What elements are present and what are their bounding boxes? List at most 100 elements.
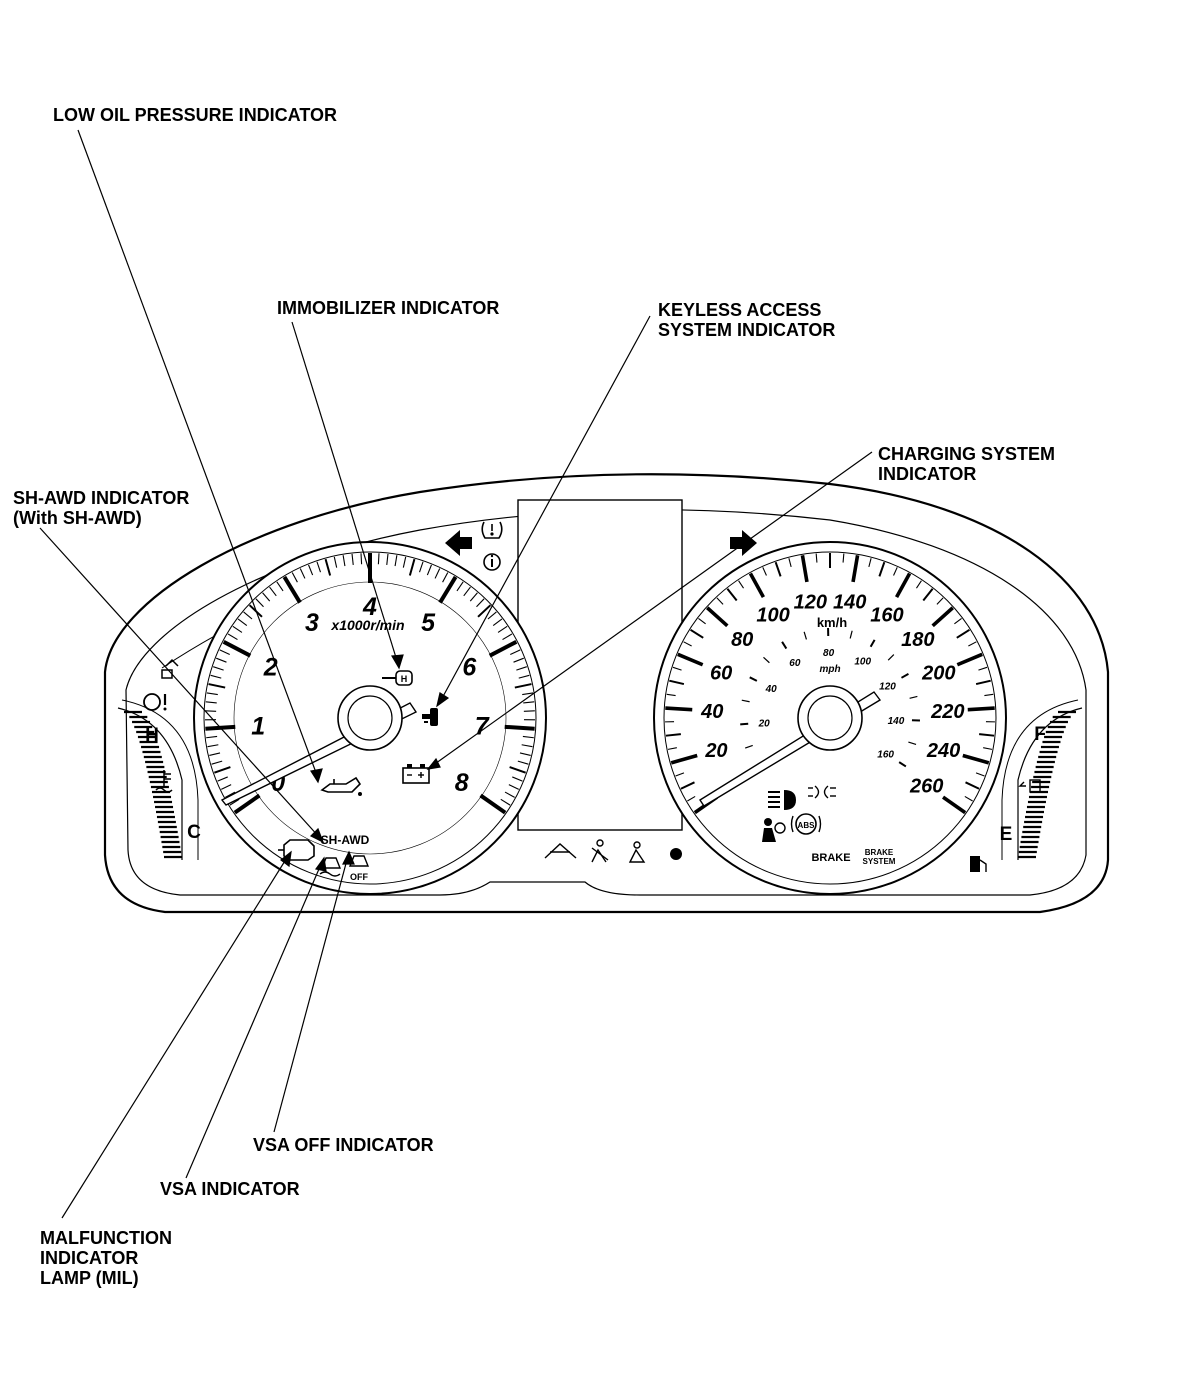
tach-minor-tick xyxy=(514,683,532,689)
speed-minor-tick xyxy=(975,679,991,686)
tachometer-needle xyxy=(220,685,418,806)
temp-hot-label: H xyxy=(145,725,159,746)
tach-minor-tick xyxy=(426,564,432,576)
speed-minor-tick xyxy=(979,733,995,737)
tach-minor-tick xyxy=(217,776,228,782)
tach-minor-tick xyxy=(518,674,530,679)
tach-minor-tick xyxy=(209,752,221,757)
speed-mph-label: 140 xyxy=(888,716,905,727)
tach-minor-tick xyxy=(508,784,520,790)
low-oil-pressure-icon xyxy=(320,776,362,796)
callout-vsa-off-indicator: VSA OFF INDICATOR xyxy=(253,1135,434,1155)
speed-minor-tick xyxy=(698,617,706,625)
speed-kmh-label: 260 xyxy=(909,776,943,798)
mph-tick xyxy=(740,722,749,726)
tach-minor-tick xyxy=(418,561,424,573)
tach-minor-tick xyxy=(434,568,441,579)
speed-minor-tick xyxy=(690,628,704,639)
speed-minor-tick xyxy=(983,747,993,750)
speed-minor-tick xyxy=(978,666,988,671)
tach-minor-tick xyxy=(500,798,511,806)
fuel-full-label: F xyxy=(1034,724,1046,745)
speed-minor-tick xyxy=(956,628,970,639)
callout-malfunction-indicator-lamp: MALFUNCTION INDICATOR LAMP (MIL) xyxy=(40,1228,172,1288)
mph-tick xyxy=(898,761,907,768)
mph-tick xyxy=(900,673,909,679)
tach-major-tick xyxy=(438,575,458,604)
tach-number-label: 3 xyxy=(305,609,319,637)
tach-minor-tick xyxy=(517,760,529,765)
tach-minor-tick xyxy=(497,625,508,633)
speed-minor-tick xyxy=(868,558,872,568)
tach-minor-tick xyxy=(316,561,322,573)
speed-minor-tick xyxy=(968,641,977,647)
speed-kmh-label: 40 xyxy=(700,701,723,723)
speed-major-tick xyxy=(962,753,990,765)
tach-major-tick xyxy=(479,793,507,815)
mph-tick xyxy=(749,676,758,682)
speed-minor-tick xyxy=(665,733,681,737)
tach-minor-tick xyxy=(360,553,363,565)
tach-minor-tick xyxy=(237,618,248,627)
tpms-icon xyxy=(481,521,503,539)
tach-number-label: 5 xyxy=(421,609,436,637)
speed-kmh-label: 200 xyxy=(921,662,955,684)
abs-text: ABS xyxy=(798,821,816,830)
speed-kmh-label: 160 xyxy=(870,605,903,627)
tach-minor-tick xyxy=(225,791,236,798)
speed-kmh-label: 140 xyxy=(833,592,866,614)
tach-minor-tick xyxy=(213,666,224,671)
tach-minor-tick xyxy=(522,735,534,739)
security-system-dot-icon xyxy=(670,848,682,860)
tach-minor-tick xyxy=(255,598,264,608)
tach-minor-tick xyxy=(477,604,492,618)
speed-major-tick xyxy=(800,555,809,583)
tach-minor-tick xyxy=(523,701,535,704)
tach-minor-tick xyxy=(262,592,271,602)
speed-major-tick xyxy=(931,606,954,628)
speed-minor-tick xyxy=(788,558,792,568)
tach-minor-tick xyxy=(502,633,513,641)
tach-minor-tick xyxy=(504,791,515,798)
tach-major-tick xyxy=(504,724,535,731)
tach-minor-tick xyxy=(519,752,531,757)
tach-minor-tick xyxy=(333,556,338,568)
tach-number-label: 1 xyxy=(251,712,265,740)
speed-mph-label: 60 xyxy=(789,658,801,669)
callout-immobilizer-indicator: IMMOBILIZER INDICATOR xyxy=(277,298,499,318)
callout-text-line3: LAMP (MIL) xyxy=(40,1268,139,1288)
speed-major-tick xyxy=(956,652,983,667)
low-fuel-level-icon-small xyxy=(161,658,179,679)
tach-minor-tick xyxy=(211,760,223,765)
speed-minor-tick xyxy=(675,772,685,777)
tach-minor-tick xyxy=(351,553,354,565)
tach-minor-tick xyxy=(463,586,471,597)
brake-indicator-label: BRAKE xyxy=(811,852,850,864)
information-icon xyxy=(483,553,501,571)
tach-minor-tick xyxy=(342,555,346,567)
tach-minor-tick xyxy=(308,564,314,576)
immobilizer-icon: H xyxy=(382,670,413,686)
tach-minor-tick xyxy=(205,701,217,704)
tach-minor-tick xyxy=(210,674,222,679)
callout-text-line1: SH-AWD INDICATOR xyxy=(13,488,190,508)
callout-charging-system-indicator: CHARGING SYSTEM INDICATOR xyxy=(878,444,1055,484)
tach-minor-tick xyxy=(227,633,238,641)
tach-major-tick xyxy=(222,640,252,658)
mph-tick xyxy=(908,741,917,745)
speed-minor-tick xyxy=(975,772,985,777)
speed-mph-label: 80 xyxy=(823,648,835,659)
tach-minor-tick xyxy=(408,558,416,576)
speed-mph-label: 120 xyxy=(879,682,896,693)
brake-system-label-line2: SYSTEM xyxy=(863,857,896,866)
speed-major-tick xyxy=(706,606,729,628)
tach-minor-tick xyxy=(206,735,218,739)
speed-major-tick xyxy=(748,572,765,598)
callout-text-line2: (With SH-AWD) xyxy=(13,508,142,528)
tach-minor-tick xyxy=(377,553,380,565)
tach-minor-tick xyxy=(243,611,253,620)
fuel-door-icon xyxy=(1018,779,1041,793)
speed-kmh-label: 80 xyxy=(731,629,753,651)
speed-minor-tick xyxy=(815,553,818,563)
